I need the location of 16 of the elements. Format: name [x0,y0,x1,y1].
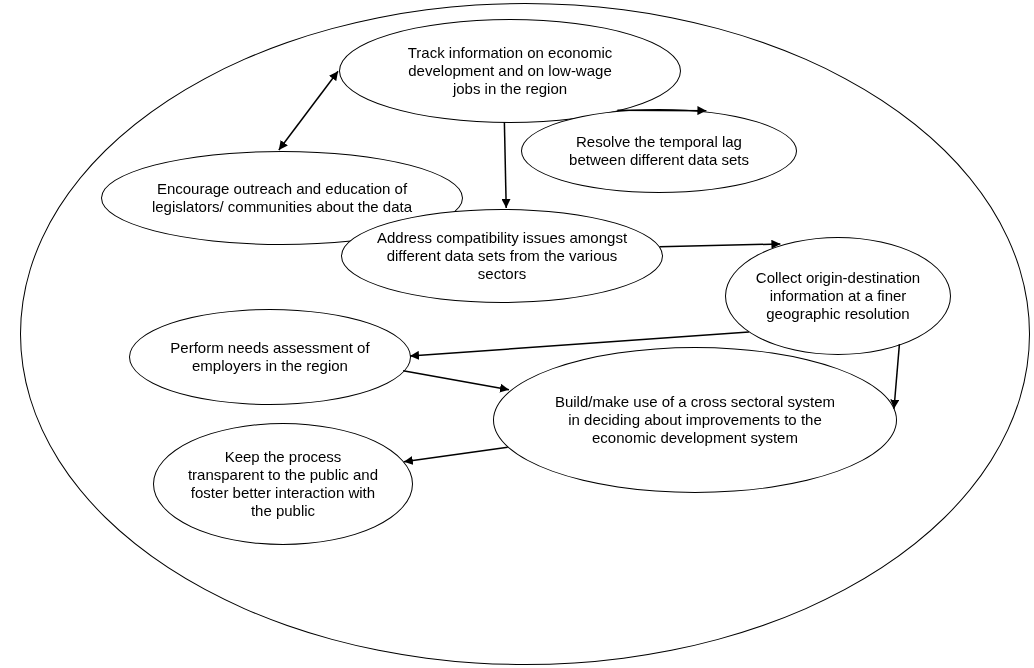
arrow [278,70,339,151]
goal-text: Keep the process transparent to the public and foster better interaction with the public [186,448,380,520]
arrow [402,370,510,393]
arrow [890,343,901,410]
arrow [501,121,511,209]
goal-text: Resolve the temporal lag between different data sets [568,133,750,169]
goal-text: Perform needs assessment of employers in the region [170,339,370,375]
goal-text: Encourage outreach and education of legislators/ communities about the data [150,180,414,216]
arrow [409,331,750,360]
arrow [616,106,708,116]
goal-text: Collect origin-destination information at a finer geographic resolution [754,269,922,323]
goal-text: Build/make use of a cross sectoral system in deciding about improvements to the economic development system [553,393,837,447]
arrow [403,446,509,465]
goal-text: Address compatibility issues amongst different data sets from the various sectors [375,229,629,283]
goal-text: Track information on economic development and on low-wage jobs in the region [406,44,614,98]
arrow [658,239,782,249]
